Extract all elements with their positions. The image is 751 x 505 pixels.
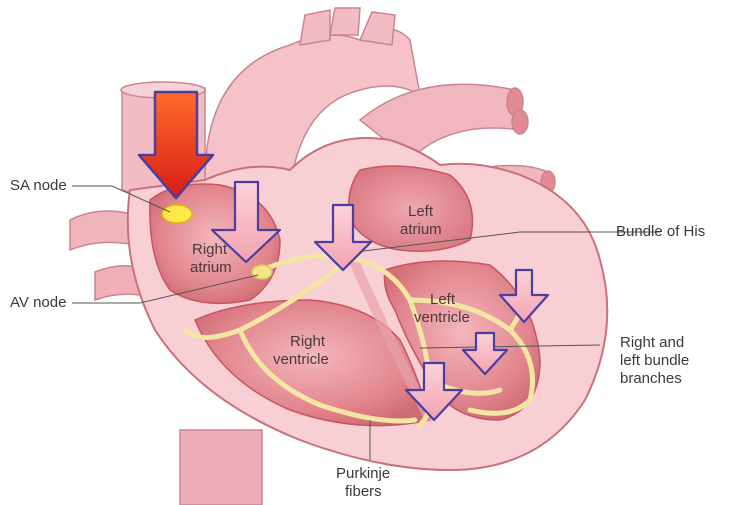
av-node-label: AV node	[10, 294, 66, 311]
left-ventricle-label-line1: Left	[430, 291, 455, 308]
right-ventricle-label-line1: Right	[290, 333, 325, 350]
right-atrium-label-line1: Right	[192, 241, 227, 258]
inferior-vena-cava	[180, 430, 262, 505]
bundle-of-his-label: Bundle of His	[616, 223, 705, 240]
purkinje-fibers-label-line1: Purkinje	[336, 465, 390, 482]
bundle-branches-label-line2: left bundle	[620, 352, 689, 369]
left-atrium-label-line2: atrium	[400, 221, 442, 238]
sa-node-shape	[162, 205, 192, 223]
left-atrium-label-line1: Left	[408, 203, 433, 220]
right-atrium-label-line2: atrium	[190, 259, 232, 276]
av-node-shape	[252, 265, 272, 279]
bundle-branches-label-line3: branches	[620, 370, 682, 387]
right-ventricle-label-line2: ventricle	[273, 351, 329, 368]
sa-node-label: SA node	[10, 177, 67, 194]
purkinje-fibers-label-line2: fibers	[345, 483, 382, 500]
bundle-branches-label-line1: Right and	[620, 334, 684, 351]
left-ventricle-label-line2: ventricle	[414, 309, 470, 326]
